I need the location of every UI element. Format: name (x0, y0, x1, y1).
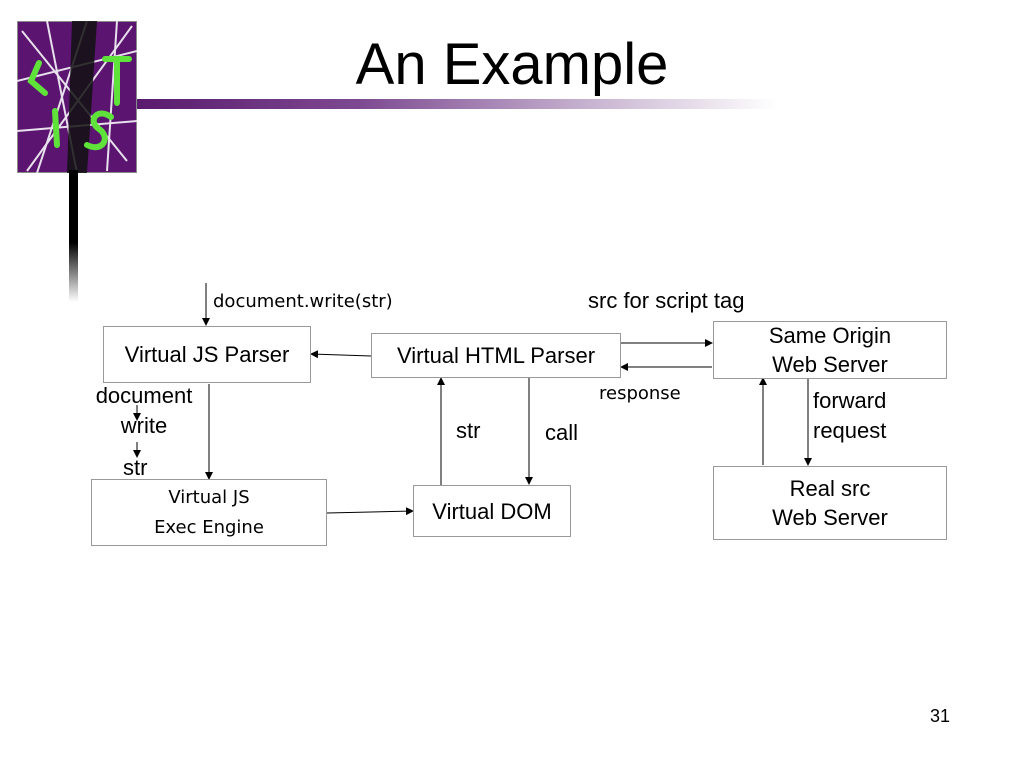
node-label: Same Origin Web Server (768, 323, 892, 377)
node-label: Virtual DOM (432, 498, 552, 524)
node-label: Real src Web Server (772, 476, 888, 530)
node-real-src-web-server: Real src Web Server (713, 466, 947, 540)
node-virtual-dom: Virtual DOM (413, 485, 571, 537)
arrow-exec-engine-to-dom (326, 507, 414, 516)
label-forward-request: forward request (813, 388, 887, 443)
side-accent-bar (69, 170, 78, 302)
node-same-origin-web-server: Same Origin Web Server (713, 321, 947, 379)
label-document-write-str: document.write(str) (213, 291, 393, 312)
label-str: str (456, 418, 481, 443)
node-label: Virtual JS Parser (124, 342, 290, 367)
slide-title: An Example (355, 32, 669, 97)
page-number: 31 (930, 706, 951, 726)
node-virtual-html-parser: Virtual HTML Parser (371, 333, 621, 378)
node-virtual-js-parser: Virtual JS Parser (103, 326, 311, 383)
label-call: call (545, 420, 579, 445)
label-response: response (599, 383, 681, 404)
node-virtual-js-exec-engine: Virtual JS Exec Engine (91, 479, 327, 546)
label-str-small: str (123, 455, 148, 480)
label-src-for-script-tag: src for script tag (588, 288, 745, 313)
node-label: Virtual JS Exec Engine (154, 486, 264, 538)
title-accent-bar (137, 99, 777, 109)
node-label: Virtual HTML Parser (396, 343, 596, 368)
label-document-write: document write (95, 383, 193, 438)
arrow-html-to-js-parser (310, 350, 372, 359)
cist-logo (17, 21, 137, 173)
